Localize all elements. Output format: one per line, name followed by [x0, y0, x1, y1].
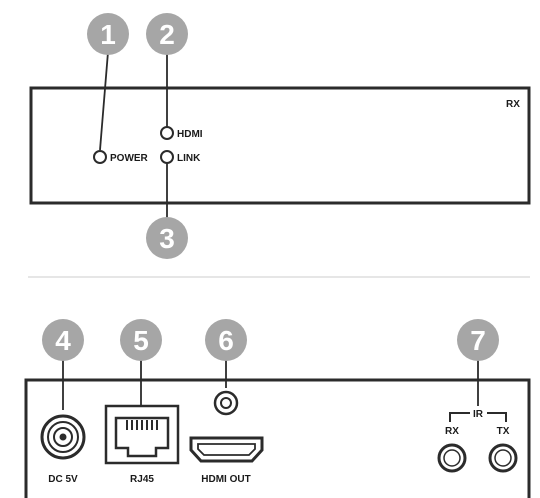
rj45-label: RJ45 [130, 474, 154, 485]
link-led [160, 150, 174, 164]
callout-7-number: 7 [470, 325, 486, 356]
callout-2-number: 2 [159, 19, 175, 50]
dc-jack-label: DC 5V [48, 474, 78, 485]
link-led-label: LINK [177, 153, 201, 164]
front-panel-outline [29, 86, 531, 205]
hdmi-led-label: HDMI [177, 129, 203, 140]
rj45-port [104, 404, 180, 465]
ir-tx-port [488, 443, 518, 473]
callout-3: 3 [146, 217, 188, 259]
leader-line-1 [99, 51, 109, 151]
callout-2: 2 [146, 13, 188, 55]
callout-5: 5 [120, 319, 162, 361]
hdmi-out-label: HDMI OUT [201, 474, 250, 485]
ir-rx-label: RX [445, 426, 459, 437]
callout-4: 4 [42, 319, 84, 361]
callout-4-number: 4 [55, 325, 71, 356]
callout-1-number: 1 [100, 19, 116, 50]
front-model-label: RX [506, 99, 520, 110]
ir-label: IR [473, 409, 484, 420]
callout-3-number: 3 [159, 223, 175, 254]
dc-power-jack [40, 414, 86, 460]
front-panel: RX POWER HDMI LINK 1 2 3 [29, 13, 531, 259]
hdmi-out-port [189, 436, 264, 463]
ir-label-background [470, 406, 487, 420]
rear-panel: DC 5V RJ45 HDMI OUT [24, 319, 531, 498]
mounting-screw [213, 390, 239, 416]
rear-panel-outline [24, 378, 531, 498]
callout-6-number: 6 [218, 325, 234, 356]
ir-tx-label: TX [497, 426, 510, 437]
callout-1: 1 [87, 13, 129, 55]
power-led-label: POWER [110, 153, 149, 164]
callout-6: 6 [205, 319, 247, 361]
callout-5-number: 5 [133, 325, 149, 356]
callout-7: 7 [457, 319, 499, 361]
power-led [93, 150, 107, 164]
hdmi-led [160, 126, 174, 140]
ir-rx-port [437, 443, 467, 473]
